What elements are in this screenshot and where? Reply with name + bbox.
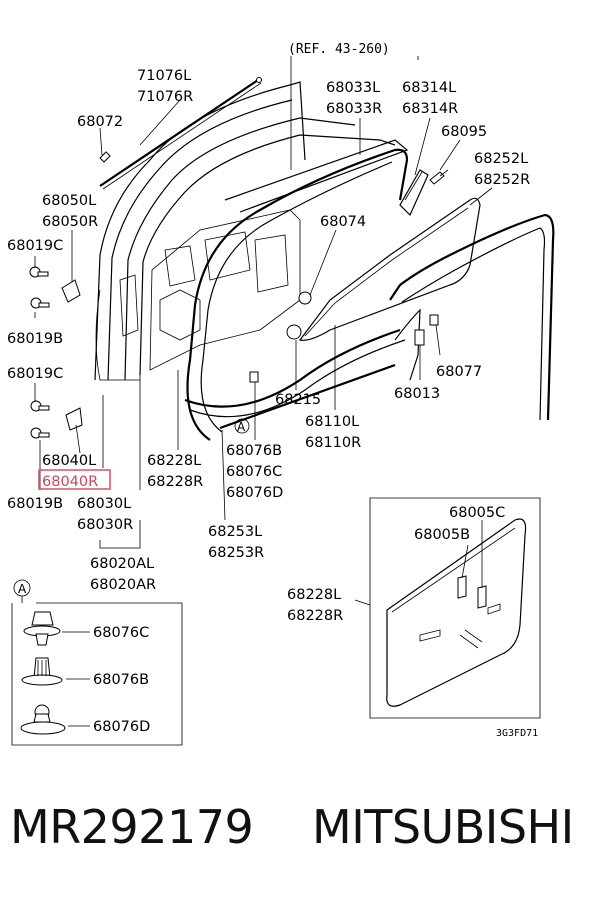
door-frame xyxy=(94,81,396,381)
label-68076b-inset: 68076B xyxy=(93,672,149,688)
label-68253r: 68253R xyxy=(208,545,264,561)
label-71076l: 71076L xyxy=(137,68,191,84)
belt-moulding xyxy=(99,79,259,187)
label-68030r: 68030R xyxy=(77,517,133,533)
drawing-code: 3G3FD71 xyxy=(496,728,538,739)
label-68072: 68072 xyxy=(77,114,123,130)
label-68076c-inset: 68076C xyxy=(93,625,149,641)
callout-a-main xyxy=(234,418,250,434)
label-68050l: 68050L xyxy=(42,193,96,209)
label-68110l: 68110L xyxy=(305,414,359,430)
lower-seal xyxy=(184,328,401,408)
label-68076b-main: 68076B xyxy=(226,443,282,459)
label-68228l-inset: 68228L xyxy=(287,587,341,603)
label-68074: 68074 xyxy=(320,214,366,230)
outer-weatherstrip xyxy=(389,213,555,421)
label-68030l: 68030L xyxy=(77,496,131,512)
label-68314l: 68314L xyxy=(402,80,456,96)
leader-lines xyxy=(34,99,493,606)
ref-bracket xyxy=(290,56,419,170)
label-68076c-main: 68076C xyxy=(226,464,282,480)
label-68110r: 68110R xyxy=(305,435,361,451)
label-68050r: 68050R xyxy=(42,214,98,230)
label-68076d-main: 68076D xyxy=(226,485,283,501)
label-68033l: 68033L xyxy=(326,80,380,96)
label-71076r: 71076R xyxy=(137,89,193,105)
label-68019c-mid: 68019C xyxy=(7,366,63,382)
label-68076d-inset: 68076D xyxy=(93,719,150,735)
vertical-seal xyxy=(394,308,421,381)
clip-parts xyxy=(29,151,449,439)
callout-a-inset-text: A xyxy=(18,582,27,596)
label-68040r-highlighted: 68040R xyxy=(42,474,98,490)
label-68228r-main: 68228R xyxy=(147,474,203,490)
label-68033r: 68033R xyxy=(326,101,382,117)
clip-inset-a xyxy=(11,579,183,746)
label-68019b-bot: 68019B xyxy=(7,496,63,512)
label-68252r: 68252R xyxy=(474,172,530,188)
label-68005c: 68005C xyxy=(449,505,505,521)
label-68019b-top: 68019B xyxy=(7,331,63,347)
label-68095: 68095 xyxy=(441,124,487,140)
label-68228r-inset: 68228R xyxy=(287,608,343,624)
label-68077: 68077 xyxy=(436,364,482,380)
brand-name: MITSUBISHI xyxy=(312,800,574,854)
label-68215: 68215 xyxy=(275,392,321,408)
sash-trim xyxy=(399,169,429,217)
door-glass xyxy=(298,197,481,341)
trim-panel-inset xyxy=(369,497,541,719)
label-68005b: 68005B xyxy=(414,527,470,543)
callout-a-main-text: A xyxy=(237,420,246,434)
label-68228l-main: 68228L xyxy=(147,453,201,469)
label-68314r: 68314R xyxy=(402,101,458,117)
glass-run xyxy=(224,139,409,213)
label-68019c-top: 68019C xyxy=(7,238,63,254)
ref-note: (REF. 43-260) xyxy=(288,42,390,57)
label-68252l: 68252L xyxy=(474,151,528,167)
label-68040l: 68040L xyxy=(42,453,96,469)
label-68020al: 68020AL xyxy=(90,556,154,572)
footer-caption: MR292179 MITSUBISHI xyxy=(0,800,600,880)
highlight-68040r-box xyxy=(38,469,111,490)
part-number: MR292179 xyxy=(10,800,254,854)
label-68013: 68013 xyxy=(394,386,440,402)
label-68020ar: 68020AR xyxy=(90,577,156,593)
label-68253l: 68253L xyxy=(208,524,262,540)
